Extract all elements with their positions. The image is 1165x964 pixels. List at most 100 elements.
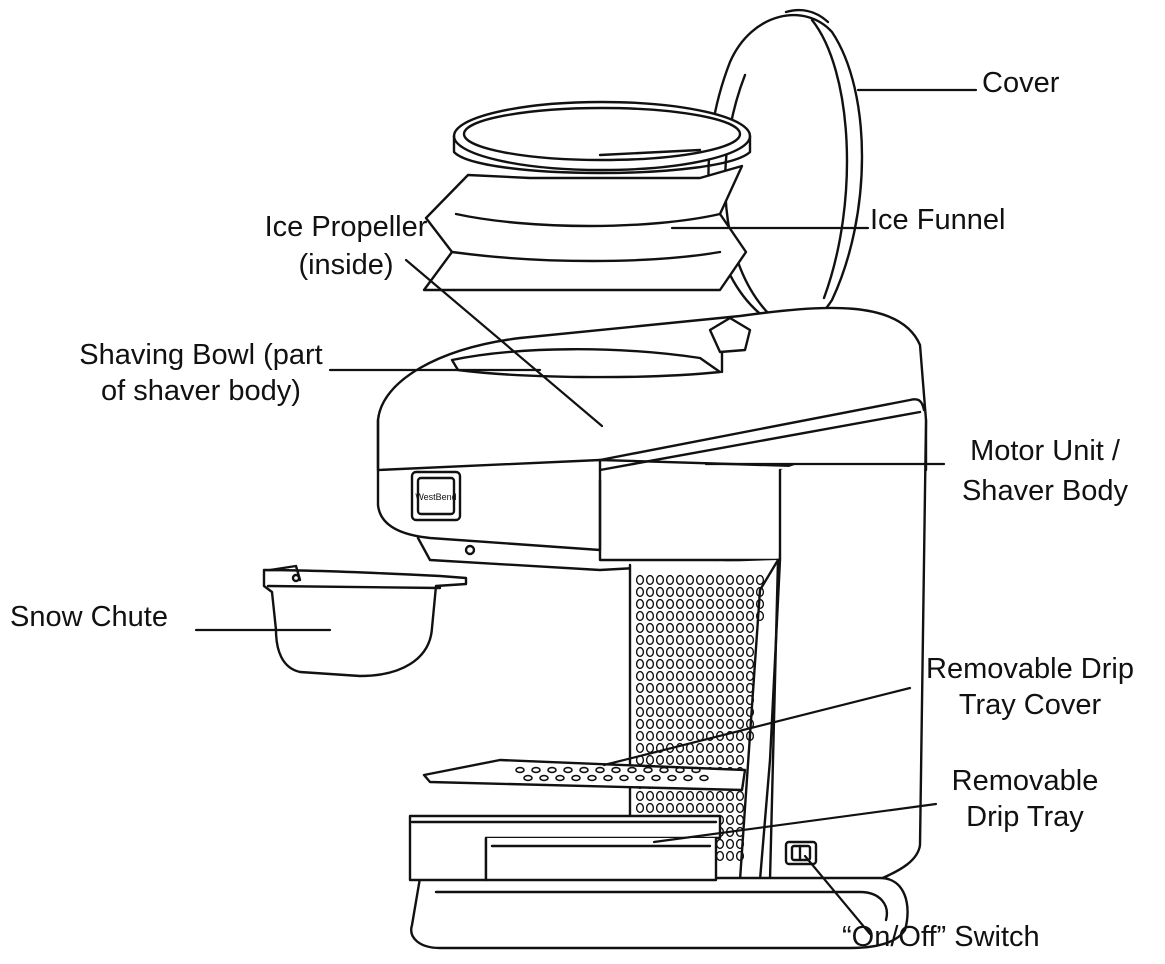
- vent-hole: [685, 682, 695, 694]
- vent-hole: [745, 574, 755, 586]
- base-part: [410, 876, 909, 950]
- vent-hole: [645, 634, 655, 646]
- vent-hole: [725, 814, 735, 826]
- label-drip-tray-1: Removable: [951, 765, 1099, 797]
- vent-hole: [655, 634, 665, 646]
- vent-hole: [725, 646, 735, 658]
- tray-cover-hole: [579, 766, 589, 774]
- vent-hole: [645, 646, 655, 658]
- vent-hole: [695, 802, 705, 814]
- vent-hole: [685, 598, 695, 610]
- vent-hole: [655, 610, 665, 622]
- tray-cover-hole: [699, 774, 709, 782]
- vent-hole: [675, 730, 685, 742]
- vent-hole: [645, 682, 655, 694]
- vent-hole: [705, 646, 715, 658]
- vent-hole: [715, 754, 725, 766]
- vent-hole: [635, 718, 645, 730]
- vent-hole: [695, 718, 705, 730]
- vent-hole: [735, 574, 745, 586]
- vent-hole: [645, 718, 655, 730]
- vent-hole: [635, 706, 645, 718]
- vent-hole: [735, 646, 745, 658]
- tray-cover-hole: [667, 774, 677, 782]
- vent-hole: [655, 754, 665, 766]
- leader-drip-tray-cover: [602, 686, 912, 767]
- vent-hole: [715, 658, 725, 670]
- vent-hole: [695, 634, 705, 646]
- vent-hole: [695, 790, 705, 802]
- ice-funnel-part: [422, 100, 752, 292]
- vent-hole: [725, 790, 735, 802]
- vent-hole: [675, 718, 685, 730]
- vent-hole: [705, 670, 715, 682]
- vent-hole: [695, 610, 705, 622]
- vent-hole: [685, 754, 695, 766]
- vent-hole: [735, 598, 745, 610]
- tray-cover-hole: [603, 774, 613, 782]
- vent-hole: [735, 706, 745, 718]
- vent-hole: [705, 718, 715, 730]
- vent-hole: [715, 574, 725, 586]
- vent-hole: [655, 622, 665, 634]
- vent-hole: [655, 802, 665, 814]
- label-drip-tray-cover-1: Removable Drip: [926, 653, 1134, 685]
- vent-hole: [665, 646, 675, 658]
- vent-hole: [685, 586, 695, 598]
- label-motor-unit-2: Shaver Body: [961, 475, 1129, 507]
- label-shaving-bowl-1: Shaving Bowl (part: [79, 339, 323, 371]
- vent-hole: [745, 610, 755, 622]
- vent-hole: [695, 586, 705, 598]
- leader-switch: [803, 854, 872, 936]
- vent-hole: [675, 694, 685, 706]
- vent-hole: [695, 742, 705, 754]
- tray-cover-hole: [651, 774, 661, 782]
- vent-hole: [655, 658, 665, 670]
- label-motor-unit-1: Motor Unit /: [970, 435, 1120, 467]
- vent-hole: [635, 730, 645, 742]
- vent-hole: [755, 598, 765, 610]
- vent-hole: [685, 658, 695, 670]
- vent-hole: [635, 694, 645, 706]
- vent-hole: [665, 802, 675, 814]
- tray-cover-hole: [555, 774, 565, 782]
- vent-hole: [695, 682, 705, 694]
- tray-cover-hole: [531, 766, 541, 774]
- vent-hole: [645, 694, 655, 706]
- vent-hole: [715, 646, 725, 658]
- vent-hole: [635, 586, 645, 598]
- vent-hole: [695, 598, 705, 610]
- vent-hole: [695, 658, 705, 670]
- vent-hole: [655, 718, 665, 730]
- vent-hole: [655, 586, 665, 598]
- tray-cover-hole: [595, 766, 605, 774]
- vent-hole: [665, 730, 675, 742]
- vent-hole: [645, 790, 655, 802]
- brand-plate-text: WestBend: [415, 492, 456, 502]
- tray-cover-hole: [523, 774, 533, 782]
- vent-hole: [685, 646, 695, 658]
- vent-hole: [665, 622, 675, 634]
- label-ice-propeller-1: Ice Propeller: [264, 211, 428, 243]
- vent-hole: [645, 754, 655, 766]
- vent-hole: [645, 670, 655, 682]
- vent-hole: [695, 574, 705, 586]
- tray-cover-hole: [627, 766, 637, 774]
- vent-hole: [705, 790, 715, 802]
- vent-hole: [695, 694, 705, 706]
- vent-hole: [705, 730, 715, 742]
- vent-hole: [715, 802, 725, 814]
- vent-hole: [705, 742, 715, 754]
- vent-hole: [725, 598, 735, 610]
- vent-hole: [725, 706, 735, 718]
- snow-chute-part: [262, 564, 468, 678]
- vent-hole: [735, 622, 745, 634]
- vent-hole: [705, 694, 715, 706]
- tray-cover-hole: [563, 766, 573, 774]
- vent-hole: [715, 706, 725, 718]
- vent-hole: [675, 658, 685, 670]
- vent-hole: [645, 802, 655, 814]
- vent-hole: [675, 586, 685, 598]
- vent-hole: [675, 706, 685, 718]
- tray-cover-hole: [587, 774, 597, 782]
